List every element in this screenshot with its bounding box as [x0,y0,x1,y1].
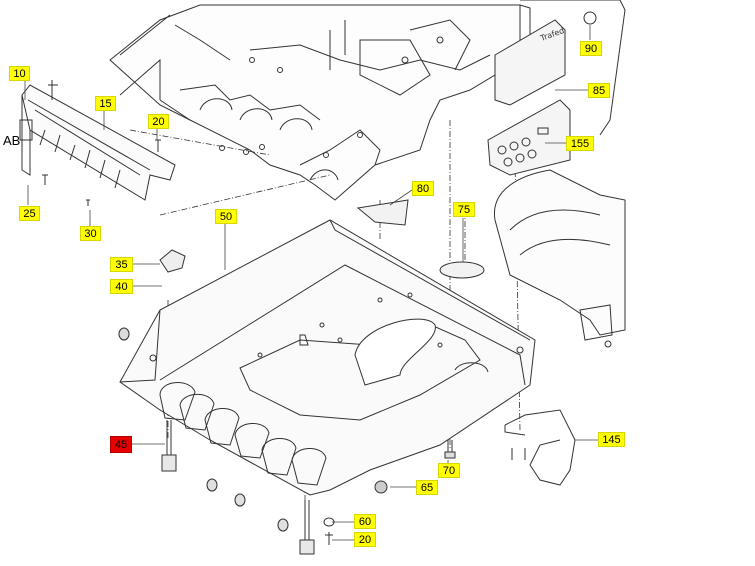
screw-45 [161,420,177,472]
callout-60[interactable]: 60 [354,514,376,529]
callout-20-lower[interactable]: 20 [354,532,376,547]
callout-35[interactable]: 35 [110,257,133,272]
callout-30[interactable]: 30 [80,226,101,241]
callout-75[interactable]: 75 [453,202,475,217]
view-label: AB [3,133,21,148]
display-panels [487,0,626,176]
switch-bracket [19,80,176,201]
base-tray [119,219,536,496]
callout-45[interactable]: 45 [110,436,132,453]
callout-90[interactable]: 90 [580,41,602,56]
callout-155[interactable]: 155 [566,136,594,151]
upper-chassis [109,4,531,201]
callout-80[interactable]: 80 [412,181,434,196]
block-35 [159,249,186,273]
handle-145 [504,409,576,486]
callout-15[interactable]: 15 [95,96,116,111]
callout-40[interactable]: 40 [110,279,133,294]
callout-20-upper[interactable]: 20 [148,114,169,129]
callout-145[interactable]: 145 [598,432,625,447]
disc-75 [439,261,485,279]
callout-65[interactable]: 65 [416,480,438,495]
callout-70[interactable]: 70 [438,463,460,478]
disc-80 [356,199,409,226]
callout-50[interactable]: 50 [215,209,237,224]
callout-10[interactable]: 10 [9,66,30,81]
leader-lines [24,25,598,541]
side-housing [494,169,626,348]
callout-25[interactable]: 25 [19,206,40,221]
callout-85[interactable]: 85 [588,83,610,98]
